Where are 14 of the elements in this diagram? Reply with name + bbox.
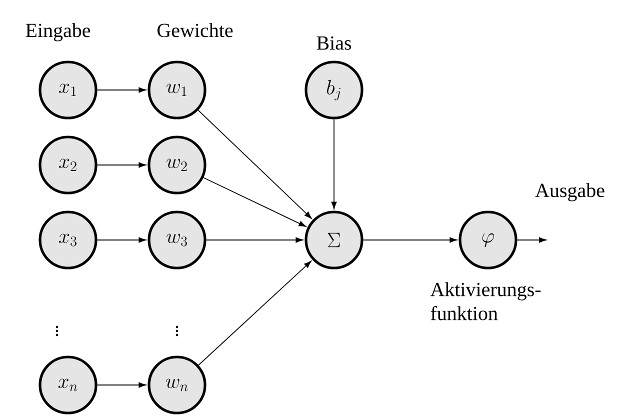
column-heading: Ausgabe (535, 183, 604, 202)
arrow (516, 237, 546, 243)
node-caption: Bias (316, 36, 352, 50)
arrow (331, 118, 337, 210)
arrow (96, 382, 146, 388)
arrow (96, 87, 146, 93)
arrow (96, 237, 146, 243)
arrow (206, 237, 304, 243)
node-caption: Aktivierungs- funktion (430, 282, 541, 320)
arrow (362, 237, 458, 243)
arrow (198, 260, 312, 366)
arrow (96, 162, 146, 168)
arrow (198, 110, 312, 219)
arrow (203, 177, 306, 227)
